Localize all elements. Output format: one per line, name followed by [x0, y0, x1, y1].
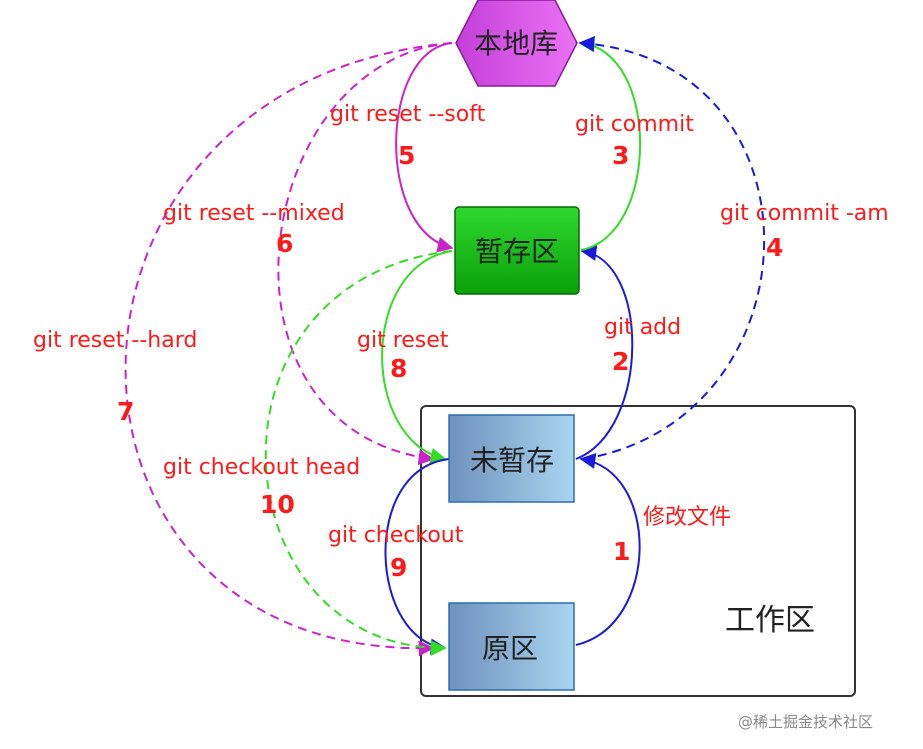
- edge-commit: [578, 36, 641, 251]
- edge-label-modify: 修改文件: [643, 505, 731, 530]
- watermark: @稀土掘金技术社区: [738, 713, 873, 731]
- local-repo-node: [455, 0, 578, 87]
- edge-label-reset-hard: git reset --hard: [33, 328, 197, 353]
- edge-commit-am: [578, 36, 766, 460]
- edge-add: [575, 244, 634, 460]
- edge-label-reset: git reset: [357, 328, 449, 353]
- step-number-7: 7: [117, 397, 134, 426]
- step-number-9: 9: [390, 553, 407, 582]
- staging-label: 暂存区: [475, 235, 559, 268]
- step-number-2: 2: [612, 347, 629, 376]
- edge-label-commit-am: git commit -am: [720, 201, 889, 226]
- edge-label-checkout-head: git checkout head: [163, 455, 360, 480]
- edge-reset: [381, 250, 453, 464]
- edge-checkout: [384, 458, 450, 655]
- edge-modify: [575, 453, 641, 646]
- step-number-5: 5: [398, 141, 415, 170]
- unstaged-node: [448, 414, 575, 503]
- step-number-10: 10: [260, 490, 295, 519]
- staging-node: [454, 206, 580, 295]
- workspace-area: [420, 405, 856, 697]
- step-number-6: 6: [276, 229, 293, 258]
- edge-label-reset-mixed: git reset --mixed: [163, 201, 345, 226]
- step-number-8: 8: [390, 354, 407, 383]
- step-number-1: 1: [613, 537, 630, 566]
- edge-label-checkout: git checkout: [328, 523, 464, 548]
- step-number-3: 3: [612, 141, 629, 170]
- local-repo-label: 本地库: [474, 27, 558, 60]
- workspace-label: 工作区: [725, 603, 815, 638]
- step-number-4: 4: [766, 233, 783, 262]
- original-node: [448, 602, 575, 691]
- edge-checkout-head: [264, 250, 453, 657]
- edge-label-add: git add: [604, 315, 681, 340]
- edge-reset-soft: [395, 42, 454, 253]
- edge-reset-mixed: [277, 42, 453, 466]
- edge-label-commit: git commit: [575, 112, 694, 137]
- original-label: 原区: [482, 632, 538, 665]
- edge-label-reset-soft: git reset --soft: [330, 102, 486, 127]
- unstaged-label: 未暂存: [470, 444, 554, 477]
- edge-reset-hard: [124, 42, 453, 657]
